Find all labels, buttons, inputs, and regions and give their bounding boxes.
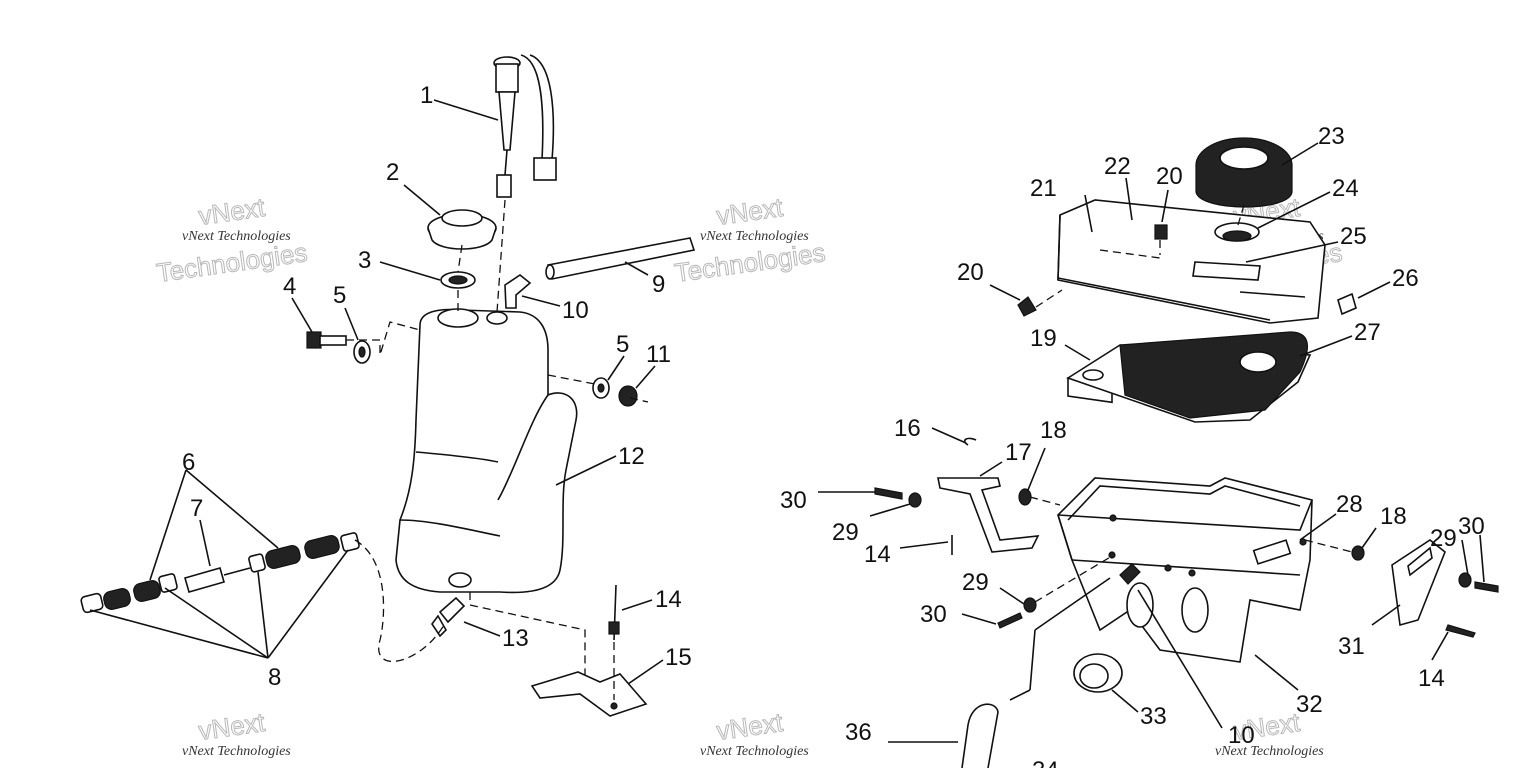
- callout-10-right: 10: [1228, 722, 1255, 749]
- callout-36: 36: [845, 719, 872, 746]
- callout-32: 32: [1296, 691, 1323, 718]
- callout-2: 2: [386, 159, 399, 186]
- callout-14-left: 14: [655, 586, 682, 613]
- svg-text:vNext Technologies: vNext Technologies: [182, 744, 291, 759]
- callout-4: 4: [283, 273, 296, 300]
- callout-18-left: 18: [1040, 417, 1067, 444]
- callout-18-right: 18: [1380, 503, 1407, 530]
- callout-28: 28: [1336, 491, 1363, 518]
- svg-text:Technologies: Technologies: [673, 237, 827, 288]
- drain-grommet-part: [1073, 653, 1123, 693]
- callout-30-left: 30: [780, 487, 807, 514]
- svg-text:vNext Technologies: vNext Technologies: [700, 229, 809, 244]
- clip-part: [1337, 292, 1357, 316]
- callout-33: 33: [1140, 703, 1167, 730]
- callout-34: 34: [1032, 757, 1059, 768]
- callout-14-right: 14: [1418, 665, 1445, 692]
- callout-29-left: 29: [832, 519, 859, 546]
- svg-text:vNext Technologies: vNext Technologies: [182, 229, 291, 244]
- callout-7: 7: [190, 495, 203, 522]
- callout-16: 16: [894, 415, 921, 442]
- left-assembly-guides: [346, 199, 649, 700]
- fuel-line-assembly: [80, 532, 360, 614]
- battery-tray-part: [1057, 477, 1313, 663]
- callout-1: 1: [420, 82, 433, 109]
- oil-tank-assembly: [80, 54, 696, 717]
- watermark-bottom-left: vNext vNext Technologies: [182, 706, 291, 759]
- mount-bracket-part: [530, 584, 648, 717]
- tray-fitting-part: [1119, 563, 1141, 585]
- callout-27: 27: [1354, 319, 1381, 346]
- callout-21: 21: [1030, 175, 1057, 202]
- svg-text:vNext Technologies: vNext Technologies: [700, 744, 809, 759]
- callout-30-center: 30: [920, 601, 947, 628]
- side-plate-part: [1351, 539, 1499, 638]
- callout-23: 23: [1318, 123, 1345, 150]
- callout-26: 26: [1392, 265, 1419, 292]
- vent-hose-part: [961, 577, 1111, 768]
- callout-3: 3: [358, 247, 371, 274]
- washer-part-left: [353, 340, 371, 364]
- callout-17: 17: [1005, 439, 1032, 466]
- callout-9: 9: [652, 271, 665, 298]
- outlet-fitting-part: [431, 596, 466, 638]
- callout-22: 22: [1104, 153, 1131, 180]
- battery-box-assembly: [874, 137, 1499, 768]
- grommet-part: [1214, 222, 1260, 242]
- callout-29-center: 29: [962, 569, 989, 596]
- callout-13: 13: [502, 625, 529, 652]
- oil-tank-body: [395, 308, 578, 594]
- tank-cap-part: [427, 209, 497, 250]
- upper-bracket-part: [874, 437, 1040, 555]
- gasket-part: [440, 271, 476, 289]
- svg-text:vNext Technologies: vNext Technologies: [1215, 744, 1324, 759]
- svg-text:vNext: vNext: [197, 707, 268, 746]
- right-assembly-guides: [1029, 204, 1353, 603]
- callout-19: 19: [1030, 325, 1057, 352]
- callout-29-right: 29: [1430, 525, 1457, 552]
- leader-lines: [89, 99, 1485, 743]
- rubber-ring-part: [1195, 137, 1293, 208]
- bolt-part: [306, 331, 347, 349]
- dipstick-part: [493, 54, 557, 198]
- callout-15: 15: [665, 644, 692, 671]
- nut-part: [618, 385, 638, 407]
- svg-text:vNext: vNext: [715, 707, 786, 746]
- callout-10-left: 10: [562, 297, 589, 324]
- callout-5-left: 5: [333, 282, 346, 309]
- callout-11: 11: [646, 341, 671, 368]
- callout-24: 24: [1332, 175, 1359, 202]
- svg-text:vNext: vNext: [715, 192, 786, 231]
- callout-31: 31: [1338, 633, 1365, 660]
- fastener-part: [1017, 296, 1037, 317]
- callout-numbers: 1 2 3 4 5 5 6 7 8 9 10 10 11 12 13 14 14…: [182, 82, 1485, 768]
- callout-14-center: 14: [864, 541, 891, 568]
- watermark-top-center: vNext Technologies vNext Technologies: [672, 191, 827, 288]
- washer-part-right: [592, 377, 610, 399]
- callout-8: 8: [268, 664, 281, 691]
- foam-pad-part: [1066, 331, 1312, 423]
- callout-5-right: 5: [616, 331, 629, 358]
- watermark-bottom-center: vNext vNext Technologies: [700, 706, 809, 759]
- callout-25: 25: [1340, 223, 1367, 250]
- callout-20-top: 20: [1156, 163, 1183, 190]
- elbow-fitting-part: [504, 274, 532, 309]
- breather-hose-part: [545, 237, 696, 280]
- callout-6: 6: [182, 449, 195, 476]
- lower-bolt-part: [997, 597, 1037, 629]
- callout-30-right: 30: [1458, 513, 1485, 540]
- callout-12: 12: [618, 443, 645, 470]
- svg-text:vNext: vNext: [197, 192, 268, 231]
- callout-20-left: 20: [957, 259, 984, 286]
